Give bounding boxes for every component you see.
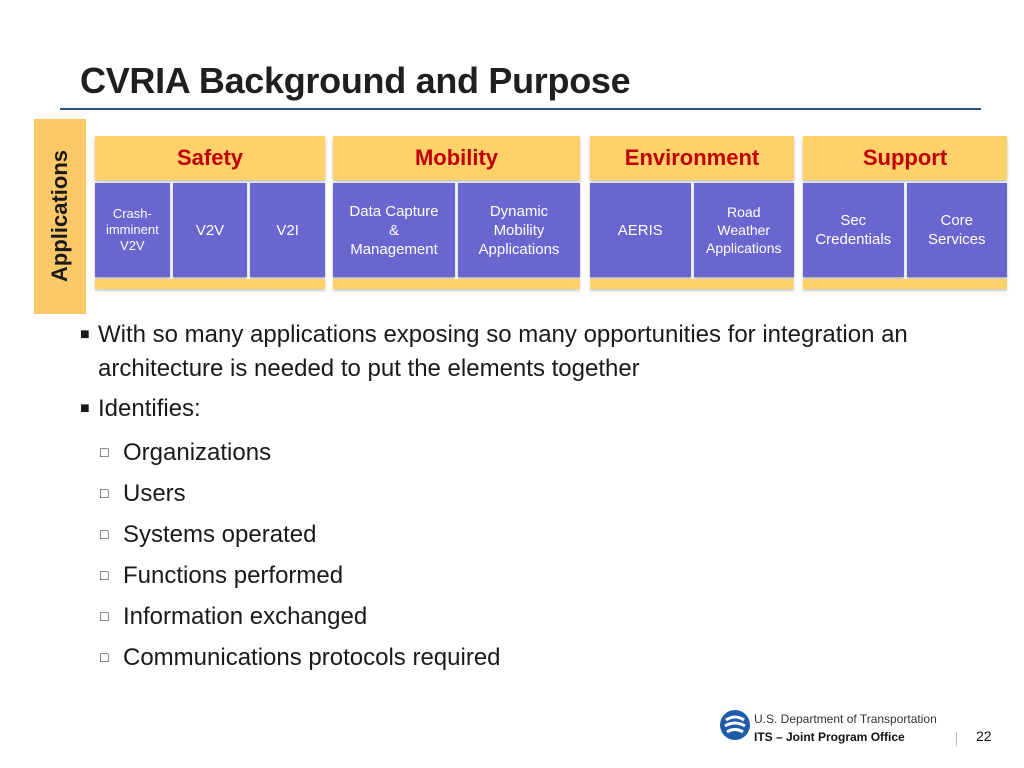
sub-bullet-item: □Systems operated bbox=[80, 514, 980, 555]
group-header-safety: Safety bbox=[95, 136, 325, 180]
sub-bullet-item: □Users bbox=[80, 473, 980, 514]
group-header-environment: Environment bbox=[590, 136, 794, 180]
office-name: ITS – Joint Program Office bbox=[754, 730, 905, 744]
app-cell: Sec Credentials bbox=[803, 183, 904, 277]
hollow-square-bullet-icon: □ bbox=[100, 485, 109, 501]
hollow-square-bullet-icon: □ bbox=[100, 608, 109, 624]
page-number: 22 bbox=[976, 728, 992, 744]
sub-bullet-item: □Organizations bbox=[80, 432, 980, 473]
app-cell: Data Capture & Management bbox=[333, 183, 455, 277]
group-support: Support Sec Credentials Core Services bbox=[803, 136, 1007, 290]
group-footer bbox=[590, 279, 794, 289]
dot-logo-icon bbox=[720, 710, 750, 740]
group-footer bbox=[803, 279, 1007, 289]
app-cell: Road Weather Applications bbox=[693, 183, 794, 277]
applications-tab: Applications bbox=[34, 119, 86, 314]
group-mobility: Mobility Data Capture & Management Dynam… bbox=[333, 136, 580, 290]
bullet-item: ■ With so many applications exposing so … bbox=[80, 318, 980, 386]
hollow-square-bullet-icon: □ bbox=[100, 444, 109, 460]
slide-footer: U.S. Department of Transportation ITS – … bbox=[720, 710, 1000, 750]
hollow-square-bullet-icon: □ bbox=[100, 567, 109, 583]
app-cell: AERIS bbox=[590, 183, 691, 277]
hollow-square-bullet-icon: □ bbox=[100, 649, 109, 665]
group-safety: Safety Crash- imminent V2V V2V V2I bbox=[95, 136, 326, 290]
slide-title: CVRIA Background and Purpose bbox=[80, 60, 631, 101]
app-cell: V2I bbox=[250, 183, 326, 277]
app-cell: Core Services bbox=[906, 183, 1007, 277]
app-cell: Crash- imminent V2V bbox=[95, 183, 170, 277]
group-footer bbox=[95, 279, 325, 289]
app-cell: Dynamic Mobility Applications bbox=[458, 183, 580, 277]
footer-divider bbox=[956, 732, 957, 746]
group-header-mobility: Mobility bbox=[333, 136, 580, 180]
applications-label: Applications bbox=[47, 149, 72, 283]
group-environment: Environment AERIS Road Weather Applicati… bbox=[590, 136, 794, 290]
square-bullet-icon: ■ bbox=[80, 326, 90, 343]
sub-bullet-item: □Communications protocols required bbox=[80, 637, 980, 678]
app-cell: V2V bbox=[172, 183, 248, 277]
bullet-list: ■ With so many applications exposing so … bbox=[80, 318, 980, 678]
group-footer bbox=[333, 279, 580, 289]
bullet-item: ■ Identifies: bbox=[80, 392, 980, 426]
department-name: U.S. Department of Transportation bbox=[754, 712, 937, 726]
sub-bullet-item: □Functions performed bbox=[80, 555, 980, 596]
square-bullet-icon: ■ bbox=[80, 400, 90, 417]
hollow-square-bullet-icon: □ bbox=[100, 526, 109, 542]
sub-bullet-item: □Information exchanged bbox=[80, 596, 980, 637]
group-header-support: Support bbox=[803, 136, 1007, 180]
title-rule bbox=[60, 108, 981, 110]
